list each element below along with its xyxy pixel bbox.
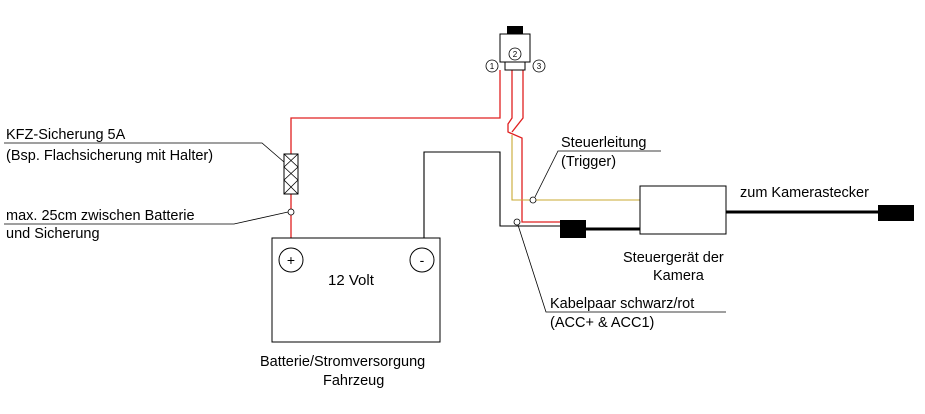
rocker-switch: 1 2 3: [485, 26, 546, 73]
fuse-title: KFZ-Sicherung 5A: [6, 127, 126, 143]
wire-red-positive: [290, 70, 501, 252]
distance-line1: max. 25cm zwischen Batterie: [6, 208, 195, 224]
control-unit-line2: Kamera: [653, 268, 705, 284]
camera-plug-label: zum Kamerastecker: [740, 185, 869, 201]
battery: + - 12 Volt: [271, 237, 441, 343]
camera-plug: [878, 205, 914, 221]
wire-black-ground: [423, 151, 560, 238]
battery-voltage: 12 Volt: [328, 272, 375, 289]
trigger-subtitle: (Trigger): [561, 154, 616, 170]
junction-dot-distance: [287, 208, 295, 216]
fuse: [283, 153, 299, 195]
trigger-title: Steuerleitung: [561, 135, 646, 151]
junction-dot-trigger: [529, 196, 537, 204]
switch-pin-2: 2: [513, 50, 518, 59]
battery-minus-sign: -: [420, 252, 425, 268]
battery-plus-sign: +: [287, 252, 295, 268]
switch-pin-3: 3: [537, 62, 542, 71]
leader-trigger: [534, 150, 661, 198]
control-unit-line1: Steuergerät der: [623, 250, 724, 266]
wire-yellow-trigger: [511, 135, 640, 201]
leader-cable-pair: [517, 224, 726, 313]
distance-line2: und Sicherung: [6, 226, 100, 242]
cable-plug-left: [560, 220, 586, 238]
cable-pair-title: Kabelpaar schwarz/rot: [550, 296, 694, 312]
switch-pin-1: 1: [490, 62, 495, 71]
camera-control-unit: [639, 185, 727, 235]
wire-red-switch-out: [507, 70, 560, 223]
fuse-subtitle: (Bsp. Flachsicherung mit Halter): [6, 148, 213, 164]
battery-caption-line1: Batterie/Stromversorgung: [260, 354, 425, 370]
leader-fuse: [4, 142, 285, 163]
battery-caption-line2: Fahrzeug: [323, 373, 384, 389]
junction-dot-cable: [513, 218, 521, 226]
leader-distance: [4, 211, 289, 225]
wire-red-switch-pin3: [511, 70, 524, 133]
cable-pair-subtitle: (ACC+ & ACC1): [550, 315, 654, 331]
